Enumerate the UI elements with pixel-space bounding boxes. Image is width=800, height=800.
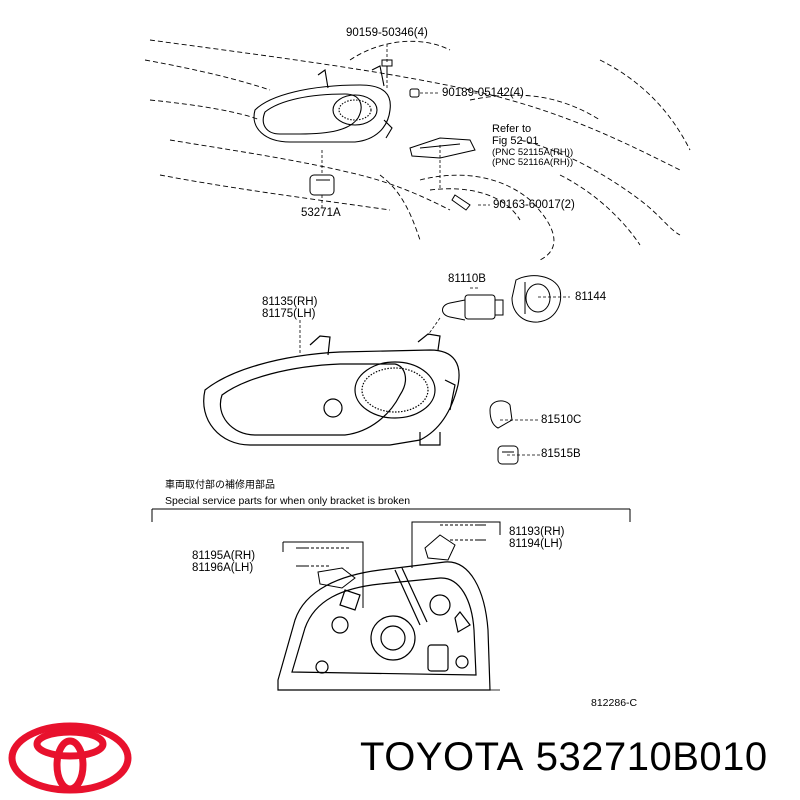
label-90163: 90163-60017(2) [493, 199, 575, 211]
bulb-81110B [442, 294, 504, 321]
label-81135: 81135(RH) [262, 296, 318, 308]
label-81510C: 81510C [541, 414, 582, 426]
label-81195A: 81195A(RH) [192, 550, 256, 562]
label-81194: 81194(LH) [509, 538, 563, 550]
label-81196A: 81196A(LH) [192, 562, 254, 574]
screw-90159 [381, 59, 393, 78]
label-90189: 90189-05142(4) [442, 87, 524, 99]
label-special-jp: 車両取付部の補修用部品 [165, 480, 275, 491]
label-pnc-lh: (PNC 52116A(RH)) [492, 157, 574, 168]
bolt-90163 [451, 194, 471, 211]
brand-name: TOYOTA [360, 735, 524, 779]
leader-lines-mid [299, 287, 570, 456]
service-box-right [411, 521, 501, 568]
label-81515B: 81515B [541, 448, 581, 460]
headlamp-rear-view [277, 561, 491, 691]
label-refer-to: Refer to [492, 123, 532, 135]
label-81110B: 81110B [448, 273, 486, 285]
headlamp-large [203, 333, 460, 446]
socket-81515B [497, 445, 519, 465]
label-53271A: 53271A [301, 207, 341, 219]
label-81193: 81193(RH) [509, 526, 565, 538]
label-special-en: Special service parts for when only brac… [165, 495, 411, 507]
leader-lines-top [321, 44, 490, 208]
cap-81144 [511, 275, 562, 323]
bulb-81510C [489, 400, 513, 429]
toyota-logo-icon [8, 722, 132, 794]
service-bracket-frame [151, 508, 631, 522]
service-box-left [282, 541, 364, 608]
car-body-outline [144, 39, 691, 261]
part-number: 532710B010 [535, 735, 768, 779]
figure-code: 812286-C [591, 697, 638, 709]
clip-90189 [409, 88, 420, 98]
label-81175: 81175(LH) [262, 308, 316, 320]
socket-53271A [309, 174, 335, 196]
label-90159: 90159-50346(4) [346, 27, 428, 39]
label-81144: 81144 [575, 291, 607, 303]
label-pnc-rh: (PNC 52115A(RH)) [492, 147, 574, 158]
label-refer-fig: Fig 52-01 [492, 135, 539, 147]
bracket-52115 [409, 137, 476, 159]
headlamp-small [253, 65, 393, 143]
